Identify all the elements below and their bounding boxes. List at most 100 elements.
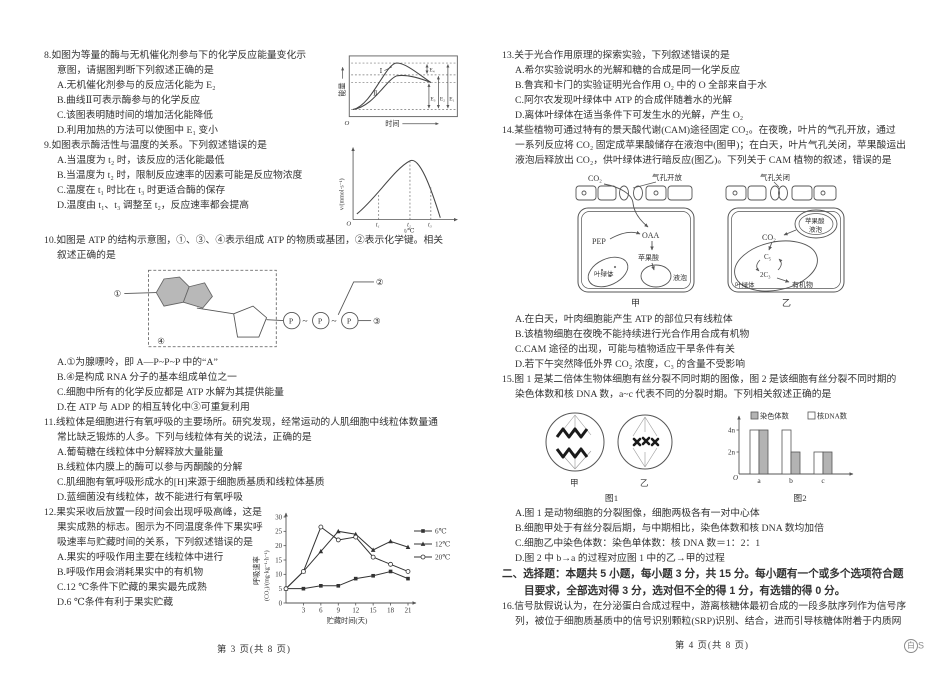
option-line: D.蓝细菌没有线粒体，故不能进行有氧呼吸 [57, 492, 243, 503]
section-2-header-lines: 二、选择题：本题共 5 小题，每小题 3 分，共 15 分。每小题有一个或多个选… [502, 566, 922, 599]
energy-diagram-svg: 能量 Ⅰ Ⅱ E₄ E₃ [338, 55, 458, 128]
co2-label-night: CO₂ [588, 174, 602, 183]
t2-tick: t₂ [407, 223, 411, 229]
vacuole-label-day: 液泡 [809, 225, 823, 234]
option-line: A.希尔实验说明水的光解和糖的合成是同一化学反应 [515, 65, 741, 76]
question-9: 9.如图表示酶活性与温度的关系。下列叙述错误的是 A.当温度为 t₂ 时，该反应… [44, 138, 464, 233]
stem-line: 液泡后释放出 CO₂，供叶绿体进行暗反应(图乙)。下列关于 CAM 植物的叙述，… [515, 155, 892, 166]
question-13: 13.关于光合作用原理的探索实验，下列叙述错误的是 A.希尔实验说明水的光解和糖… [502, 48, 922, 123]
question-11: 11.线粒体是细胞进行有氧呼吸的主要场所。研究发现，经常运动的人肌细胞中线粒体数… [44, 415, 464, 505]
svg-text:核DNA数: 核DNA数 [817, 412, 847, 421]
stem-line: 15.图 1 是某二倍体生物体细胞有丝分裂不同时期的图像，图 2 是该细胞有丝分… [502, 374, 897, 385]
question-14: 14.某些植物可通过特有的景天酸代谢(CAM)途径固定 CO₂。在夜晚，叶片的气… [502, 123, 922, 372]
vacuole-label-night: 液泡 [673, 273, 687, 282]
svg-text:15: 15 [275, 557, 282, 564]
svg-text:5: 5 [279, 586, 283, 593]
atp-label-4: ④ [157, 336, 165, 346]
question-13-stem: 13.关于光合作用原理的探索实验，下列叙述错误的是 [502, 48, 922, 63]
e1-label: E₁ [449, 96, 454, 102]
fig1-jia-label: 甲 [570, 478, 579, 488]
option-line: D.6 ℃条件有利于果实贮藏 [57, 597, 174, 608]
phosphate-1-letter: P [289, 317, 293, 326]
section-header-line: 二、选择题：本题共 5 小题，每小题 3 分，共 15 分。每小题有一个或多个选… [502, 568, 904, 580]
option-line: C.12 ℃条件下贮藏的果实最先成熟 [57, 582, 207, 593]
option-line: C.阿尔农发现叶绿体中 ATP 的合成伴随着水的光解 [515, 95, 733, 106]
stem-line: 吸速率与贮藏时间的关系，下列叙述错误的是 [57, 537, 253, 548]
question-12-text: 12.果实采收后放置一段时间会出现呼吸高峰，这是果实成熟的标志。图示为不同温度条… [44, 505, 263, 610]
svg-text:6: 6 [319, 608, 323, 615]
energy-origin: O [345, 120, 350, 127]
svg-text:18: 18 [387, 608, 394, 615]
energy-xlabel: 时间 [385, 119, 399, 128]
svg-text:a: a [757, 476, 761, 485]
option-line: B.呼吸作用会消耗果实中的有机物 [57, 567, 204, 578]
malate-label-day: 苹果酸 [805, 216, 825, 225]
fig1-yi-label: 乙 [640, 478, 649, 488]
svg-text:20℃: 20℃ [435, 554, 450, 562]
chromosomes-lower [555, 447, 588, 459]
svg-text:3: 3 [302, 608, 306, 615]
chromosomes-upper [555, 427, 588, 439]
cell-yi-outline [617, 414, 672, 470]
stem-line: 11.线粒体是细胞进行有氧呼吸的主要场所。研究发现，经常运动的人肌细胞中线粒体数… [44, 417, 438, 428]
dashed-box [148, 269, 277, 348]
svg-text:6℃: 6℃ [435, 528, 447, 536]
temp-ylabel: v/(mmol·s⁻¹) [339, 178, 346, 210]
phosphate-1 [283, 311, 301, 330]
stem-line: 16.信号肽假说认为，在分泌蛋白合成过程中，游离核糖体最初合成的一段多肽序列作为… [502, 601, 907, 612]
spindle-yi [632, 416, 657, 468]
option-line: A.在白天，叶肉细胞能产生 ATP 的部位只有线粒体 [515, 314, 733, 325]
option-line: C.细胞中所有的化学反应都是 ATP 水解为其提供能量 [57, 387, 284, 398]
section-header-line: 目要求，全部选对得 3 分，选对但不全的得 1 分，有选错的得 0 分。 [524, 584, 846, 597]
option-line: D.在 ATP 与 ADP 的相互转化中③可重复利用 [57, 402, 250, 413]
stem-line: 果实成熟的标志。图示为不同温度条件下果实呼 [57, 522, 263, 533]
question-10-options: A.①为腺嘌呤，即 A—P~P~P 中的“A”B.④是构成 RNA 分子的基本组… [44, 355, 464, 415]
fig2-caption: 图2 [793, 493, 807, 503]
page-footer-left: 第 3 页(共 8 页) [217, 645, 291, 655]
chloroplast-label-day: 叶绿体 [735, 280, 755, 289]
option-line: D.温度由 t₁、t₃ 调整至 t₂，反应速率都会提高 [57, 200, 250, 211]
adenine-pentagon [182, 282, 213, 309]
svg-text:2n: 2n [728, 449, 736, 457]
t1-tick: t₁ [376, 223, 380, 229]
question-8: 8.如图为等量的酶与无机催化剂参与下的化学反应能量变化示意图，请据图判断下列叙述… [44, 48, 464, 138]
ribose-pentagon [233, 305, 268, 338]
svg-text:0: 0 [279, 600, 283, 607]
svg-text:25: 25 [275, 529, 282, 536]
option-line: C.肌细胞有氧呼吸形成水的[H]来源于细胞质基质和线粒体基质 [57, 477, 325, 488]
svg-text:O: O [733, 474, 738, 482]
option-line: B.细胞甲处于有丝分裂后期，与中期相比，染色体数和核 DNA 数均加倍 [515, 523, 824, 534]
svg-text:12℃: 12℃ [435, 541, 450, 549]
atp-label-1: ① [114, 288, 122, 298]
chloroplast-label-night: 叶绿体 [594, 269, 614, 278]
svg-text:9: 9 [337, 608, 341, 615]
option-line: C.细胞乙中染色体数：染色单体数：核 DNA 数＝1：2：1 [515, 538, 761, 549]
option-line: A.图 1 是动物细胞的分裂图像，细胞两极各有一对中心体 [515, 508, 760, 519]
svg-text:贮藏时间(天): 贮藏时间(天) [327, 616, 368, 625]
svg-text:15: 15 [370, 608, 377, 615]
energy-diagram: 能量 Ⅰ Ⅱ E₄ E₃ [336, 48, 464, 134]
e2-label: E₂ [440, 96, 445, 102]
temp-xlabel: t/℃ [404, 227, 414, 233]
svg-text:30: 30 [275, 514, 282, 521]
stem-line: 常比缺乏锻炼的人多。下列与线粒体有关的说法，正确的是 [57, 432, 312, 443]
oaa-label: OAA [642, 231, 660, 240]
pep-label: PEP [592, 237, 606, 246]
option-line: C.温度在 t₁ 时比在 t₃ 时更适合酶的保存 [57, 185, 226, 196]
malate-label-night: 苹果酸 [638, 253, 659, 262]
svg-text:12: 12 [352, 608, 359, 615]
option-line: B.线粒体内膜上的酶可以参与丙酮酸的分解 [57, 462, 243, 473]
option-line: D.离体叶绿体在适当条件下可发生水的光解，产生 O₂ [515, 110, 744, 121]
svg-text:b: b [789, 476, 793, 485]
stem-line: 8.如图为等量的酶与无机催化剂参与下的化学反应能量变化示 [44, 50, 307, 61]
page-4: 13.关于光合作用原理的探索实验，下列叙述错误的是 A.希尔实验说明水的光解和糖… [502, 48, 922, 651]
question-12-stem: 12.果实采收后放置一段时间会出现呼吸高峰，这是果实成熟的标志。图示为不同温度条… [44, 505, 263, 550]
cam-pathway-diagram: CO₂ 气孔开放 PEP OAA 苹果酸 液泡 [502, 170, 922, 310]
